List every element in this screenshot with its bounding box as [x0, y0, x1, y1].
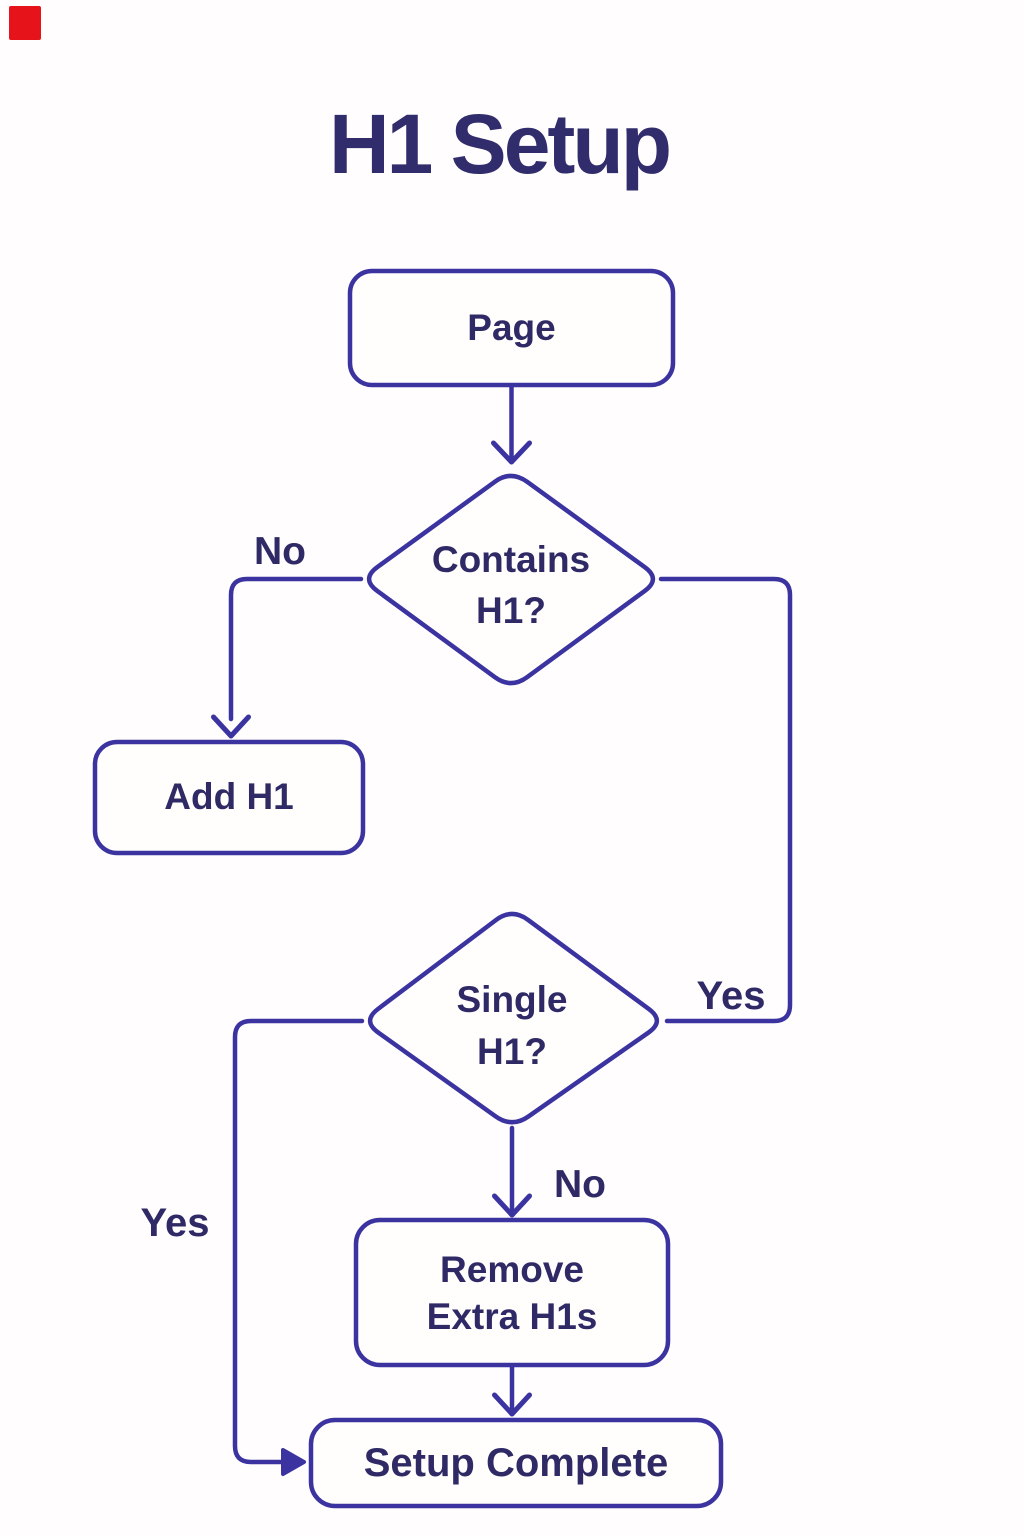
node-contains-h1-label-line2: H1?: [476, 590, 546, 631]
node-setup-complete-box: [308, 1417, 724, 1509]
node-remove-extra-h1s-label-line1: Remove: [440, 1249, 584, 1290]
node-contains-h1-label: Contains H1?: [361, 534, 661, 636]
node-remove-extra-h1s-box: [353, 1217, 671, 1368]
arrowhead-page-to-contains-icon: [491, 440, 532, 465]
arrowhead-single-yes-icon: [281, 1448, 306, 1476]
connector-contains-no-to-add: [228, 576, 364, 722]
node-add-h1-box: [92, 739, 366, 856]
node-single-h1-diamond: [367, 911, 660, 1125]
edge-label-single-no: No: [554, 1163, 606, 1206]
node-contains-h1-label-line1: Contains: [431, 539, 591, 580]
arrowhead-contains-no-icon: [211, 714, 251, 739]
connector-contains-yes-to-single: [658, 576, 793, 1024]
connector-single-yes-to-setup: [232, 1018, 365, 1465]
node-single-h1-label-line1: Single: [456, 979, 568, 1020]
edge-label-contains-no: No: [254, 530, 306, 573]
node-single-h1-label-line2: H1?: [477, 1031, 547, 1072]
node-setup-complete-label: Setup Complete: [363, 1441, 669, 1485]
red-square-marker: [9, 6, 41, 40]
arrowhead-remove-to-setup-icon: [492, 1392, 532, 1417]
edge-label-contains-yes: Yes: [696, 974, 766, 1018]
page-title: H1 Setup: [328, 97, 672, 191]
edge-label-single-yes: Yes: [140, 1201, 210, 1245]
node-contains-h1-diamond: [366, 473, 656, 686]
node-page-box: [347, 268, 676, 388]
node-single-h1-label: Single H1?: [362, 974, 662, 1078]
node-remove-extra-h1s-label: Remove Extra H1s: [356, 1246, 668, 1340]
node-page-label: Page: [467, 307, 556, 348]
node-remove-extra-h1s-label-line2: Extra H1s: [426, 1296, 598, 1337]
node-add-h1-label: Add H1: [164, 776, 294, 817]
arrowhead-single-no-icon: [492, 1193, 532, 1218]
